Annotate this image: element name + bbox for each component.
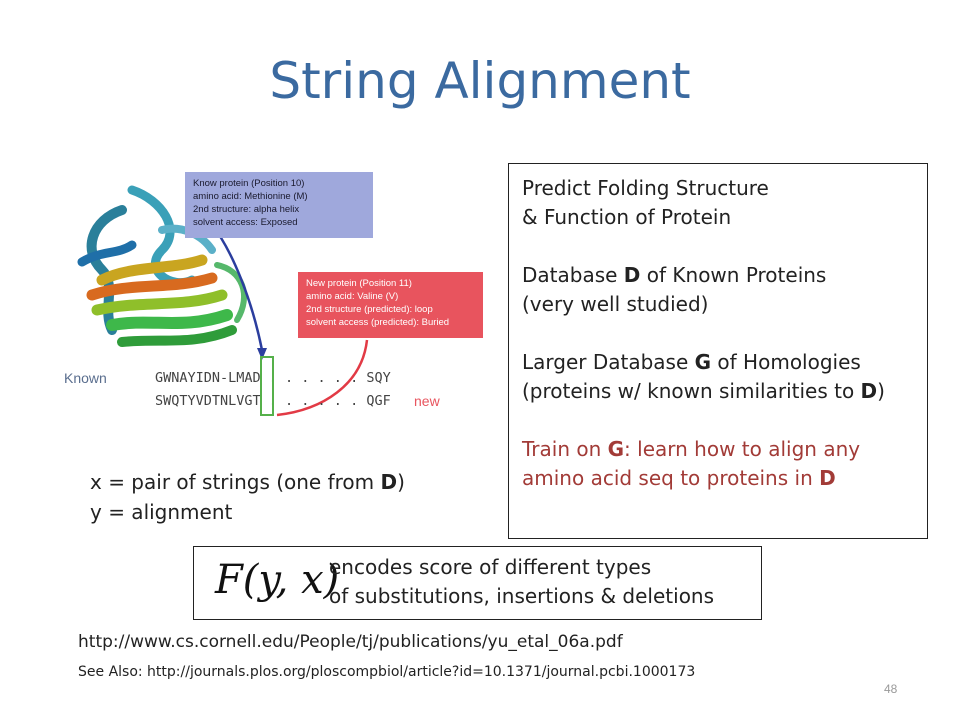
slide-title: String Alignment bbox=[269, 52, 691, 110]
see-also-url[interactable]: See Also: http://journals.plos.org/plosc… bbox=[78, 664, 696, 680]
description-box: Predict Folding Structure & Function of … bbox=[508, 163, 928, 539]
new-protein-callout: New protein (Position 11) amino acid: Va… bbox=[298, 272, 483, 338]
new-callout-line: 2nd structure (predicted): loop bbox=[306, 304, 433, 315]
amino-line: amino acid seq to proteins in D bbox=[522, 466, 836, 490]
score-function-description: encodes score of different types of subs… bbox=[329, 553, 714, 611]
larger-database-line: Larger Database G of Homologies bbox=[522, 350, 861, 374]
score-desc-line-2: of substitutions, insertions & deletions bbox=[329, 584, 715, 608]
page-number: 48 bbox=[884, 682, 898, 696]
known-callout-line: 2nd structure: alpha helix bbox=[193, 204, 300, 215]
score-function-box: F(y, x) encodes score of different types… bbox=[193, 546, 762, 620]
known-protein-callout: Know protein (Position 10) amino acid: M… bbox=[185, 172, 373, 238]
variable-definitions: x = pair of strings (one from D) y = ali… bbox=[90, 467, 405, 527]
known-callout-line: solvent access: Exposed bbox=[193, 217, 298, 228]
known-callout-line: Know protein (Position 10) bbox=[193, 178, 305, 189]
new-callout-line: solvent access (predicted): Buried bbox=[306, 317, 450, 328]
score-desc-line-1: encodes score of different types bbox=[329, 555, 652, 579]
new-callout-line: New protein (Position 11) bbox=[306, 278, 412, 289]
desc-line-2: & Function of Protein bbox=[522, 205, 732, 229]
homologies-line: (proteins w/ known similarities to D) bbox=[522, 379, 885, 403]
new-callout-line: amino acid: Valine (V) bbox=[306, 291, 399, 302]
y-definition: y = alignment bbox=[90, 500, 233, 524]
reference-url[interactable]: http://www.cs.cornell.edu/People/tj/publ… bbox=[78, 632, 623, 652]
train-line: Train on G: learn how to align any bbox=[522, 437, 861, 461]
new-label: new bbox=[414, 393, 440, 409]
alignment-highlight bbox=[260, 356, 274, 416]
database-note: (very well studied) bbox=[522, 292, 709, 316]
known-label: Known bbox=[64, 370, 107, 386]
known-callout-line: amino acid: Methionine (M) bbox=[193, 191, 308, 202]
x-definition: x = pair of strings (one from D) bbox=[90, 470, 405, 494]
desc-line-1: Predict Folding Structure bbox=[522, 176, 769, 200]
score-function-symbol: F(y, x) bbox=[215, 557, 340, 603]
database-line: Database D of Known Proteins bbox=[522, 263, 827, 287]
